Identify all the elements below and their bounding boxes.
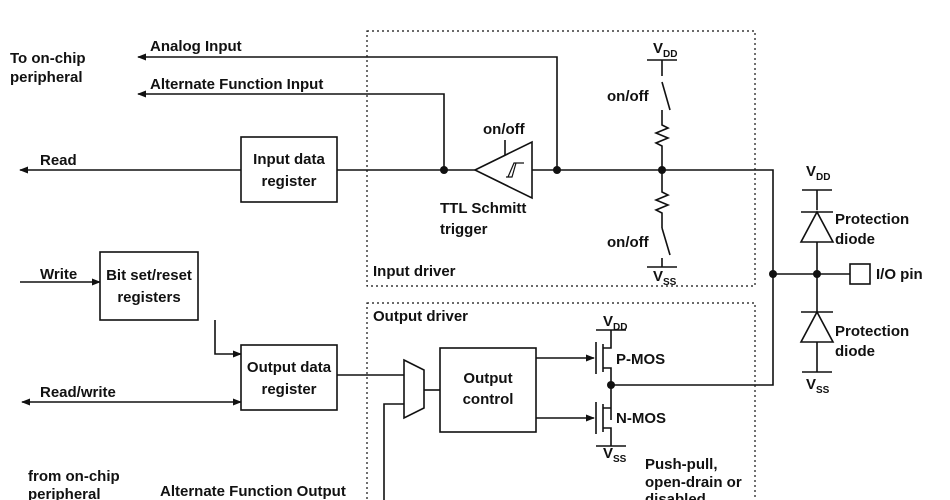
pmos-label: P-MOS — [616, 351, 665, 368]
input-driver-label: Input driver — [373, 263, 456, 280]
pull-down-on-off-label: on/off — [607, 234, 650, 251]
output-control-box — [439, 347, 537, 433]
output-to-pin-wire — [611, 274, 774, 386]
ttl-schmitt-label-2: trigger — [440, 221, 488, 238]
output-driver-region — [366, 302, 756, 500]
vdd-protection-label: VDD — [806, 163, 830, 183]
protection-diode-bottom — [799, 310, 835, 343]
input-data-register-box — [240, 136, 338, 203]
to-onchip-label: To on-chip — [10, 50, 86, 67]
alt-function-output-label: Alternate Function Output — [160, 483, 346, 500]
input-line-to-pin — [532, 169, 774, 274]
vss-output-label: VSS — [603, 445, 627, 465]
io-pin-label: I/O pin — [876, 266, 923, 283]
hysteresis-icon — [506, 162, 524, 178]
from-onchip-label: from on-chip — [28, 468, 120, 485]
vdd-rail-protection — [802, 189, 832, 210]
input-data-register-label: Input data — [253, 151, 325, 168]
from-onchip-label-2: peripheral — [28, 486, 101, 500]
to-onchip-label-2: peripheral — [10, 69, 83, 86]
junction-dot — [553, 166, 561, 174]
trigger-on-off-label: on/off — [483, 121, 526, 138]
input-driver-region — [366, 30, 756, 287]
output-mode-label-2: open-drain or — [645, 474, 742, 491]
schmitt-trigger-symbol — [473, 140, 533, 200]
analog-input-wire — [137, 53, 558, 172]
alt-function-input-label: Alternate Function Input — [150, 76, 323, 93]
vss-protection-label: VSS — [806, 376, 830, 396]
vdd-rail-input — [647, 59, 677, 76]
protection-diode-label-2: diode — [835, 231, 875, 248]
output-mode-label: Push-pull, — [645, 456, 718, 473]
protection-diode-label: Protection — [835, 211, 909, 228]
junction-dot — [607, 381, 615, 389]
nmos-label: N-MOS — [616, 410, 666, 427]
output-data-register-box — [240, 344, 338, 411]
output-mode-label-3: disabled — [645, 491, 706, 500]
ttl-schmitt-label: TTL Schmitt — [440, 200, 526, 217]
pull-down-switch — [661, 227, 671, 256]
write-label: Write — [40, 266, 77, 283]
bitset-register-box — [99, 251, 199, 321]
output-data-register-label: Output data — [247, 359, 332, 376]
pull-up-switch — [661, 81, 671, 111]
vss-rail-input — [647, 258, 677, 268]
alt-function-input-wire — [137, 90, 445, 172]
vdd-input-label: VDD — [653, 40, 677, 60]
output-control-label-2: control — [463, 391, 514, 408]
vss-rail-protection — [802, 342, 832, 373]
mos-wiring — [603, 330, 612, 446]
output-control-label: Output — [463, 370, 512, 387]
protection-diode-label-4: diode — [835, 343, 875, 360]
read-label: Read — [40, 152, 77, 169]
bitset-register-label-2: registers — [117, 289, 180, 306]
protection-diode-label-3: Protection — [835, 323, 909, 340]
junction-dot — [813, 270, 821, 278]
output-multiplexer — [403, 358, 425, 420]
junction-dot — [440, 166, 448, 174]
io-pin-pad — [849, 263, 871, 285]
pull-down-resistor — [653, 170, 671, 228]
vss-input-label: VSS — [653, 268, 677, 288]
output-driver-label: Output driver — [373, 308, 468, 325]
pull-up-resistor — [653, 110, 671, 170]
vdd-output-label: VDD — [603, 313, 627, 333]
bitset-to-output-wire — [214, 320, 242, 358]
input-data-register-label-2: register — [261, 173, 316, 190]
pull-up-on-off-label: on/off — [607, 88, 650, 105]
analog-input-label: Analog Input — [150, 38, 242, 55]
output-data-register-label-2: register — [261, 381, 316, 398]
bitset-register-label: Bit set/reset — [106, 267, 192, 284]
read-write-label: Read/write — [40, 384, 116, 401]
protection-diode-top — [799, 210, 835, 243]
alt-function-output-wire — [383, 403, 404, 500]
